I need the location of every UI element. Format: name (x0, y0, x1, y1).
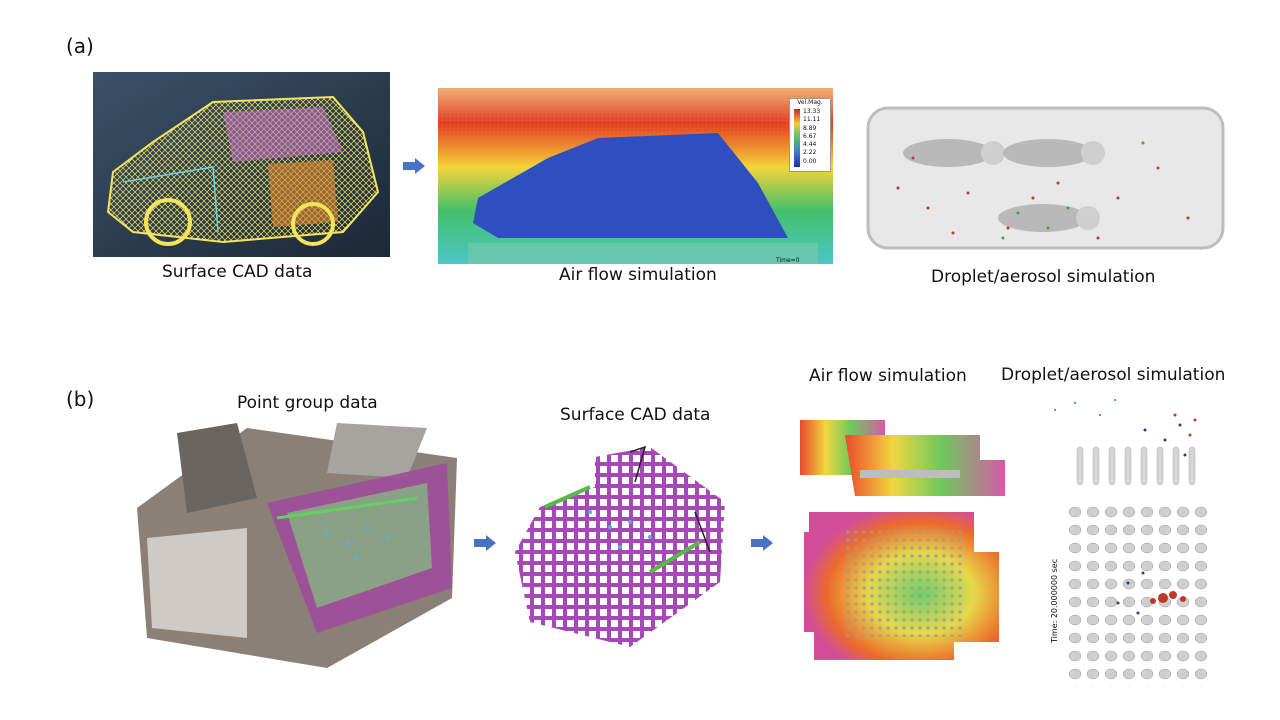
legend-value: 2.22 (803, 149, 817, 157)
caption-surface-cad-b: Surface CAD data (560, 405, 711, 425)
caption-air-flow-a: Air flow simulation (559, 265, 717, 285)
legend-value: 8.89 (803, 124, 817, 132)
car-droplet-aerosol-image (858, 98, 1233, 260)
caption-air-flow-b: Air flow simulation (809, 366, 967, 386)
car-air-flow-image (438, 88, 833, 264)
legend-value: 6.67 (803, 132, 817, 140)
legend-value: 11.11 (803, 116, 821, 124)
arrow-icon (751, 535, 773, 551)
room-droplet-top-image: Time: 20.000000 sec (1048, 503, 1208, 687)
caption-surface-cad-a: Surface CAD data (162, 262, 313, 282)
velocity-legend: Vel.Mag. 13.33 11.11 8.89 6.67 4.44 2.22… (789, 98, 831, 172)
caption-droplet-a: Droplet/aerosol simulation (931, 267, 1156, 287)
time-label: Time=0 (776, 257, 800, 264)
arrow-icon (474, 535, 496, 551)
room-point-group-image (127, 418, 467, 673)
panel-label-a: (a) (66, 34, 94, 58)
room-surface-cad-image (510, 442, 732, 652)
car-surface-cad-image (93, 72, 390, 257)
room-air-flow-top-image (804, 512, 999, 660)
caption-droplet-b: Droplet/aerosol simulation (1001, 365, 1226, 385)
legend-value: 0.00 (803, 157, 817, 165)
room-air-flow-side-image (800, 420, 1005, 496)
legend-colorbar (794, 109, 800, 167)
caption-point-group: Point group data (237, 393, 378, 413)
arrow-icon (403, 158, 425, 174)
time-axis-label: Time: 20.000000 sec (1050, 558, 1059, 643)
panel-label-b: (b) (66, 387, 95, 411)
legend-value: 4.44 (803, 141, 817, 149)
legend-value: 13.33 (803, 108, 821, 115)
room-droplet-side-image (1045, 385, 1210, 491)
legend-values: 13.33 11.11 8.89 6.67 4.44 2.22 0.00 (803, 108, 820, 166)
legend-title: Vel.Mag. (797, 99, 823, 106)
